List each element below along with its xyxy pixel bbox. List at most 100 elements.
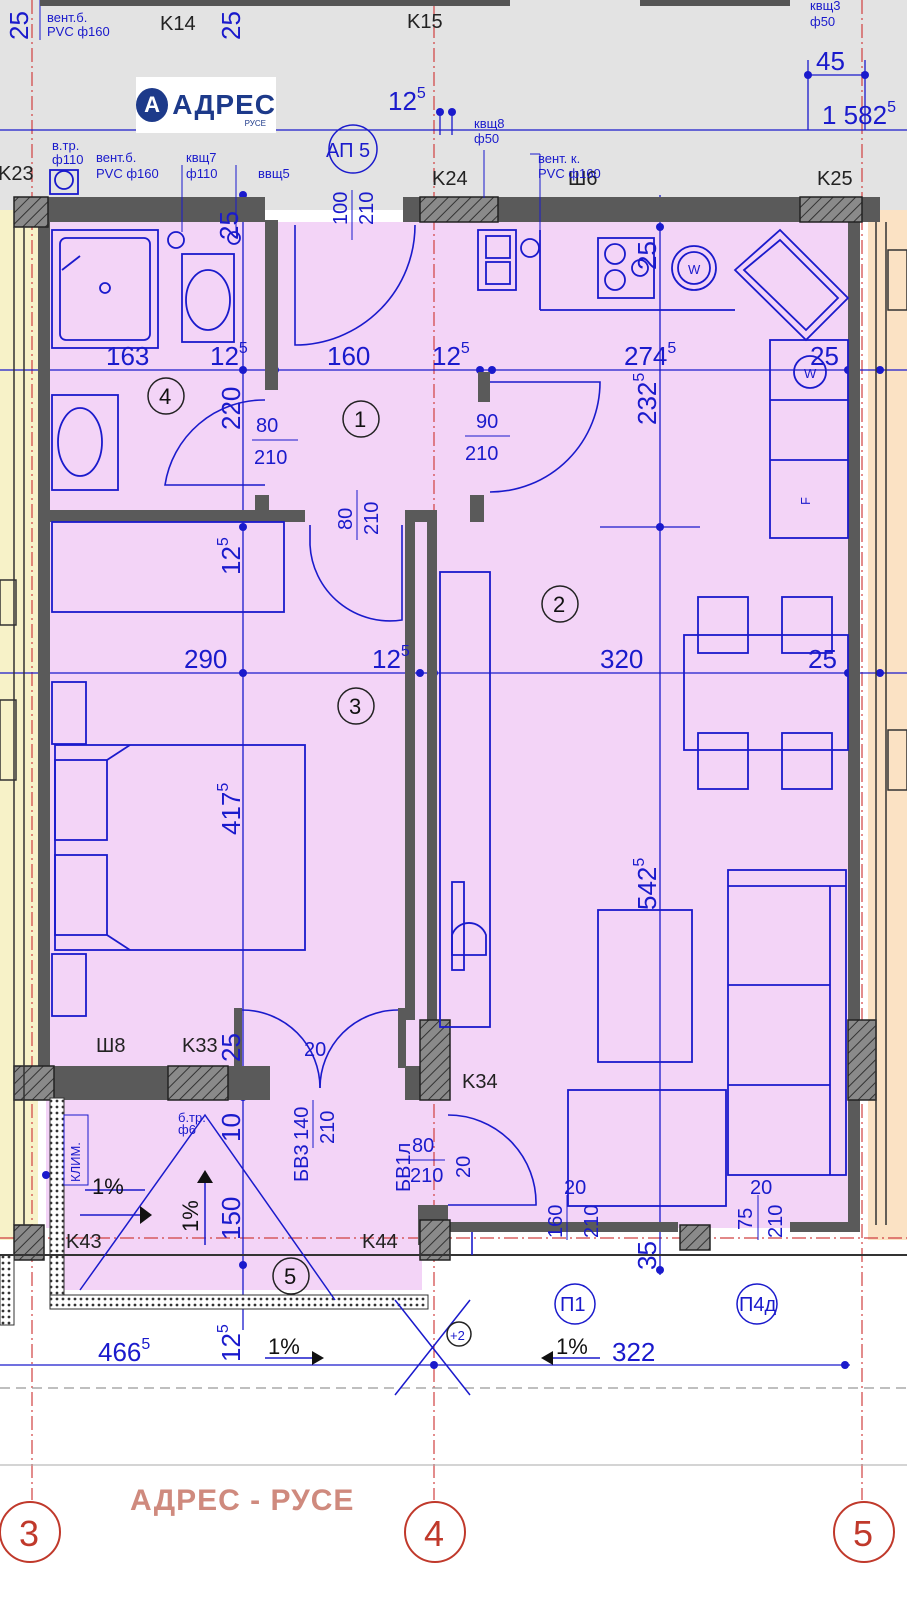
balcony-door-dim: 20 (304, 1039, 326, 1061)
column-label: K24 (432, 168, 468, 190)
pipe-label: вент. к. (538, 151, 580, 166)
dim-25-kitchen: 25 (632, 241, 662, 270)
dim-35: 35 (632, 1241, 662, 1270)
room-number: 2 (553, 592, 565, 617)
dim-12d: 125 (372, 643, 410, 674)
window-code: П1 (560, 1294, 586, 1316)
door-height: 210 (361, 502, 383, 535)
washer-icon: W (688, 262, 701, 277)
dim-25-right: 25 (810, 341, 839, 371)
pipe-label: ф110 (52, 152, 83, 167)
column-label: K34 (462, 1071, 498, 1093)
unit-door-height: 210 (356, 192, 378, 225)
slope-label: 1% (92, 1174, 124, 1199)
dim-12a: 125 (210, 340, 248, 371)
dim-163: 163 (106, 341, 149, 371)
balcony-door-height: 210 (317, 1111, 339, 1144)
dim-232: 2325 (631, 373, 662, 425)
dim-25-k33: 25 (216, 1033, 246, 1062)
unit-door-width: 100 (330, 192, 352, 225)
window-code: П4д (739, 1294, 776, 1316)
dim-160: 160 (327, 341, 370, 371)
window-width: 75 (735, 1208, 757, 1230)
axis-label: 5 (853, 1513, 873, 1554)
dim-12b: 125 (432, 340, 470, 371)
pipe-label: PVC ф160 (538, 166, 601, 181)
walls (38, 197, 880, 1245)
column-label: K25 (817, 168, 853, 190)
aircon-label: КЛИМ. (68, 1142, 83, 1182)
balcony-door-width: 140 (291, 1107, 313, 1140)
shaft-label: Ш6 (568, 168, 597, 190)
pipe-label: б.тр. (178, 1110, 206, 1125)
logo-name: АДРЕС (172, 89, 276, 120)
pipe-label: ф110 (186, 166, 217, 181)
balcony-fill (62, 1095, 422, 1290)
balcony-door-code: БВ3 (291, 1144, 313, 1182)
column-label: K44 (362, 1231, 398, 1253)
axis-label: 3 (19, 1513, 39, 1554)
pipe-label: ф50 (810, 14, 835, 29)
pipe-label: в.тр. (52, 138, 79, 153)
dim-1582: 1 5825 (822, 99, 896, 130)
window-parapet: 20 (750, 1177, 772, 1199)
column-label: K43 (66, 1231, 102, 1253)
dim-466: 4665 (98, 1336, 150, 1367)
dim-top: 25 (216, 11, 246, 40)
pipe-label: ф6 (178, 1122, 196, 1137)
room-markers (0, 124, 895, 1563)
shaft-label: Ш8 (96, 1035, 125, 1057)
slope-label: 1% (556, 1334, 588, 1359)
axis-label: 4 (424, 1513, 444, 1554)
room-number: 4 (159, 384, 171, 409)
dim-25-mid: 25 (808, 644, 837, 674)
window-width: 160 (545, 1205, 567, 1238)
pipe-label: PVC ф160 (47, 24, 110, 39)
doors (164, 224, 601, 1255)
dim-top-left: 25 (4, 11, 34, 40)
window-height: 210 (765, 1205, 787, 1238)
pipe-label: ввщ5 (258, 166, 290, 181)
dining-table (683, 596, 849, 790)
fridge-icon: F (798, 497, 813, 505)
room-number: 3 (349, 694, 361, 719)
room-number: 5 (284, 1264, 296, 1289)
dim-542: 5425 (631, 858, 662, 910)
door-height: 210 (465, 443, 498, 465)
dimension-lines (0, 60, 907, 1366)
company-logo: A АДРЕС РУСЕ (136, 77, 276, 133)
dim-12-top: 125 (388, 85, 426, 116)
dim-417: 4175 (215, 783, 246, 835)
window-height: 210 (581, 1205, 603, 1238)
logo-mark-icon: A (136, 88, 169, 122)
column-label: K14 (160, 13, 196, 35)
column-label: K23 (0, 163, 34, 185)
dim-320: 320 (600, 644, 643, 674)
logo-sub: РУСЕ (244, 119, 266, 128)
pipe-label: квщ8 (474, 116, 505, 131)
sofa (439, 571, 847, 1207)
unit-label: АП 5 (326, 140, 370, 162)
door-width: 90 (476, 411, 498, 433)
door-height: 210 (410, 1165, 443, 1187)
door-width: 80 (412, 1135, 434, 1157)
dim-274: 2745 (624, 340, 676, 371)
dishwasher-icon: W (804, 366, 817, 381)
dim-45: 45 (816, 46, 845, 76)
window-parapet: 20 (564, 1177, 586, 1199)
level-mark: +2 (450, 1328, 465, 1343)
dim-290: 290 (184, 644, 227, 674)
pipe-label: вент.б. (96, 150, 136, 165)
pipe-label: квщ3 (810, 0, 841, 13)
dim-322: 322 (612, 1337, 655, 1367)
column-label: K15 (407, 11, 443, 33)
bed (51, 521, 306, 1017)
door-width: 80 (335, 508, 357, 530)
pipe-label: квщ7 (186, 150, 217, 165)
door-height: 210 (254, 447, 287, 469)
columns-hatched (13, 196, 877, 1261)
watermark: АДРЕС - РУСЕ (130, 1484, 355, 1517)
dim-220: 220 (216, 387, 246, 430)
slope-label: 1% (178, 1200, 203, 1232)
